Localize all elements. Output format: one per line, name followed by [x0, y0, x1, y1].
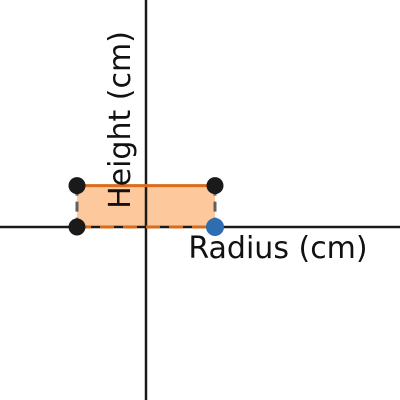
- radius-handle[interactable]: [206, 218, 224, 236]
- corner-point-top-left[interactable]: [68, 177, 86, 195]
- corner-point-bottom-left[interactable]: [68, 218, 86, 236]
- corner-point-top-right[interactable]: [206, 177, 224, 195]
- y-axis-label: Height (cm): [103, 31, 138, 209]
- x-axis-label: Radius (cm): [188, 231, 367, 266]
